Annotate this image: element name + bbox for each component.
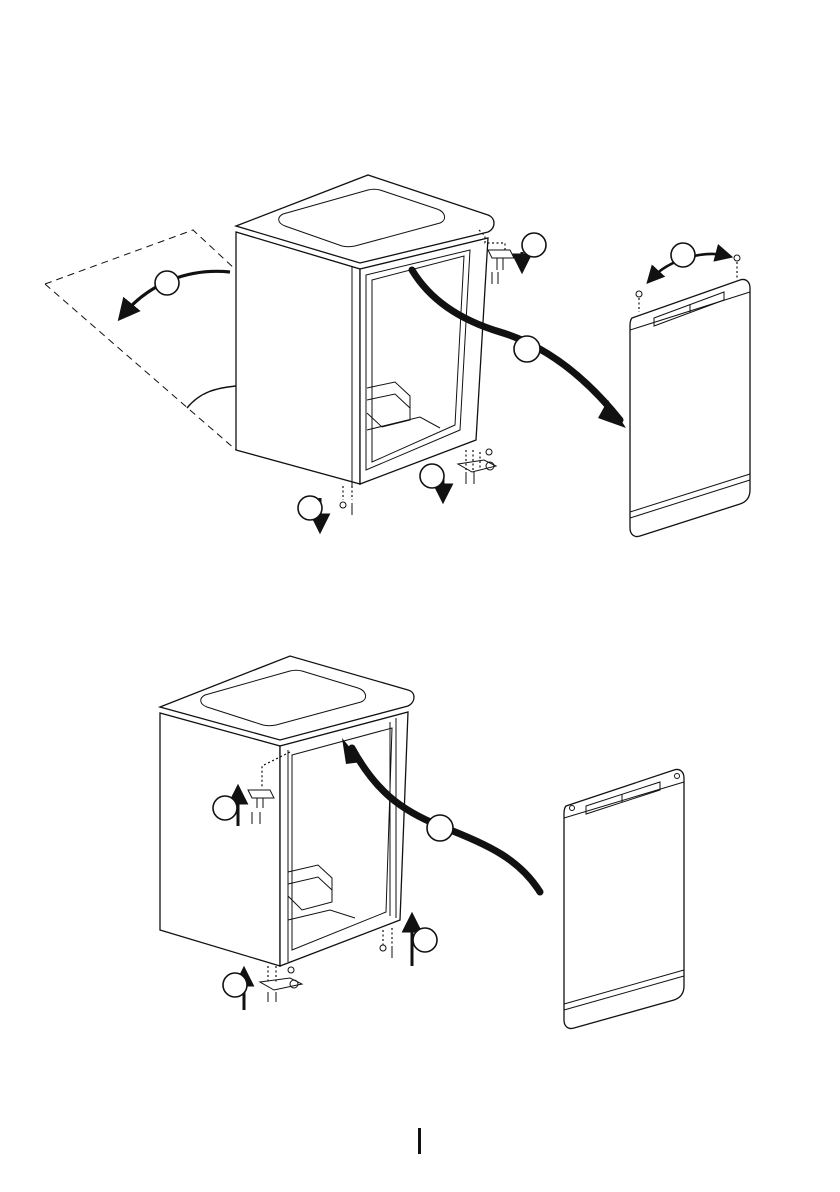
step-marker — [427, 815, 453, 841]
door-pin-arrow — [650, 243, 728, 280]
removal-step-panel — [45, 175, 750, 537]
fridge-cabinet — [160, 656, 414, 966]
swing-arrow-left — [122, 271, 230, 316]
door-swing-outline — [45, 230, 236, 450]
top-hinge-assembly — [479, 230, 546, 284]
step-marker — [514, 336, 540, 362]
step-marker — [413, 928, 437, 952]
step-marker — [671, 243, 695, 267]
page-number-marker — [418, 1128, 421, 1154]
step-marker — [522, 233, 546, 257]
fridge-door — [630, 279, 750, 536]
step-marker — [420, 464, 444, 488]
reinstall-step-panel — [160, 656, 684, 1029]
fridge-cabinet — [236, 175, 494, 486]
bottom-hinge-assembly — [223, 966, 302, 1010]
fridge-door — [564, 769, 684, 1028]
front-foot-assembly — [298, 486, 352, 528]
step-marker — [213, 796, 237, 820]
step-marker — [223, 973, 247, 997]
front-screw-assembly — [380, 918, 437, 966]
step-marker — [155, 271, 179, 295]
step-marker — [298, 496, 322, 520]
